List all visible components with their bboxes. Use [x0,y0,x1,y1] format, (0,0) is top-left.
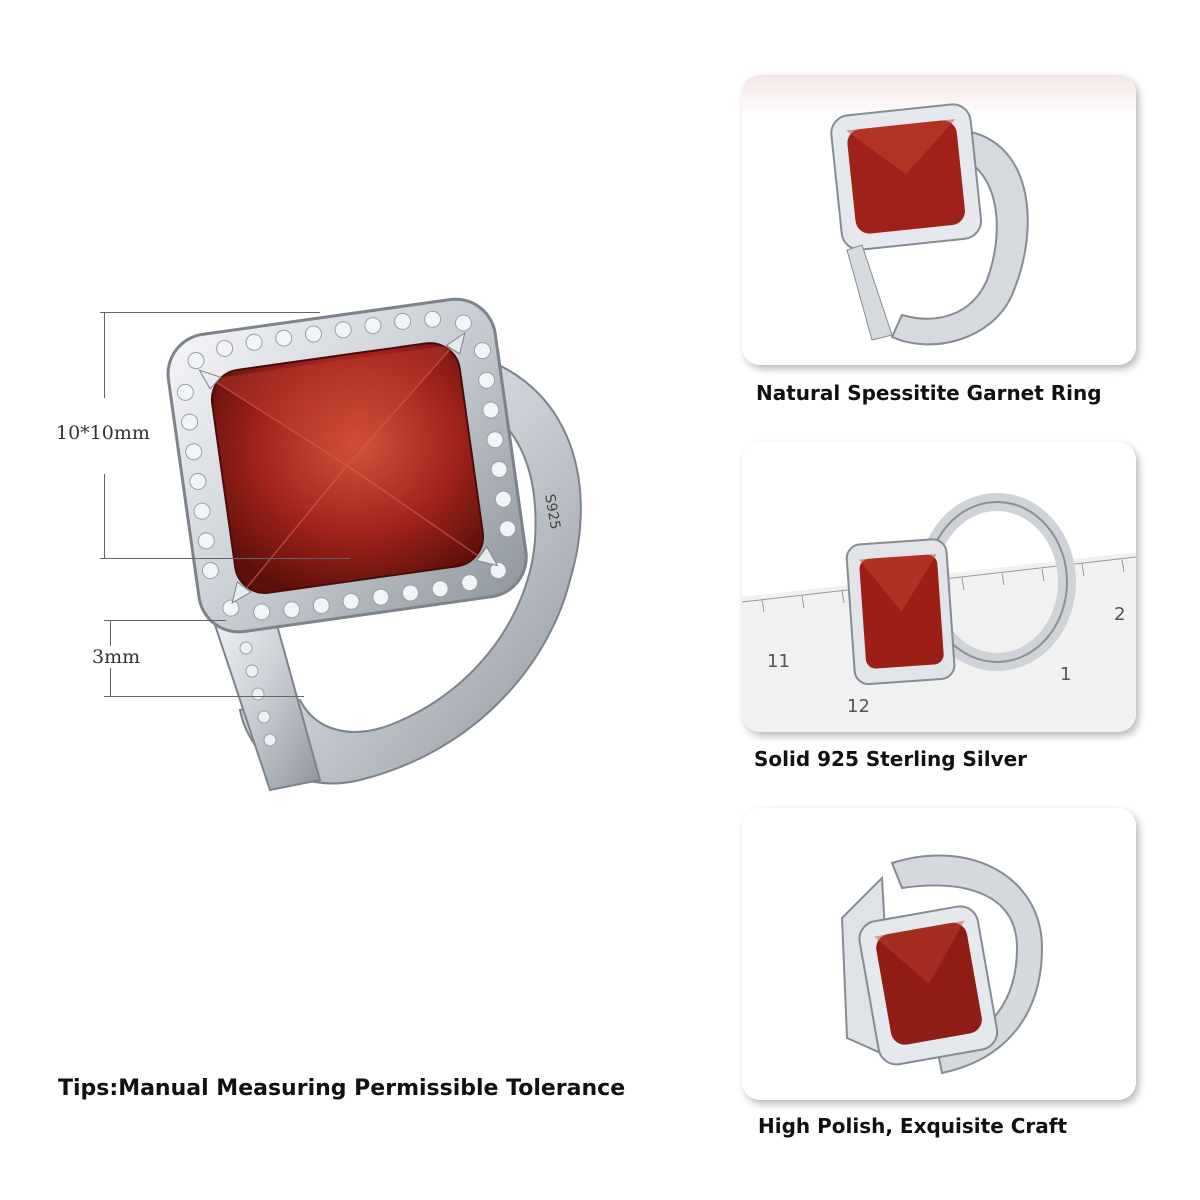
band-line-bottom-tick [104,696,304,697]
card-caption-sterling-silver: Solid 925 Sterling Silver [754,747,1028,771]
ruler-label-2: 2 [1114,604,1125,625]
product-card-high-polish [742,808,1136,1100]
band-line-top-tick [104,620,226,621]
ring-illustration: S925 [166,297,582,792]
stone-size-label: 10*10mm [56,422,150,444]
main-ring-image: S925 [150,280,610,840]
ruler-label-1: 1 [1060,664,1071,685]
band-width-label: 3mm [90,646,143,668]
ruler-label-11: 11 [767,651,790,672]
dimension-line-vertical-upper [104,312,105,398]
ring-front-photo [742,75,1136,365]
card-caption-garnet-ring: Natural Spessitite Garnet Ring [756,381,1102,405]
dimension-line-vertical-lower [104,474,105,558]
card-caption-high-polish: High Polish, Exquisite Craft [758,1114,1068,1138]
tips-text: Tips:Manual Measuring Permissible Tolera… [58,1076,626,1101]
ring-back-photo [742,808,1136,1100]
product-card-sterling-silver: 11 12 1 2 [742,442,1136,732]
dimension-line-top-tick [100,312,320,313]
dimension-line-bottom-tick [100,558,350,559]
ring-on-ruler-photo: 11 12 1 2 [742,442,1136,732]
ring-stamp: S925 [541,493,563,531]
product-card-garnet-ring [742,75,1136,365]
ruler-label-12: 12 [847,696,870,717]
